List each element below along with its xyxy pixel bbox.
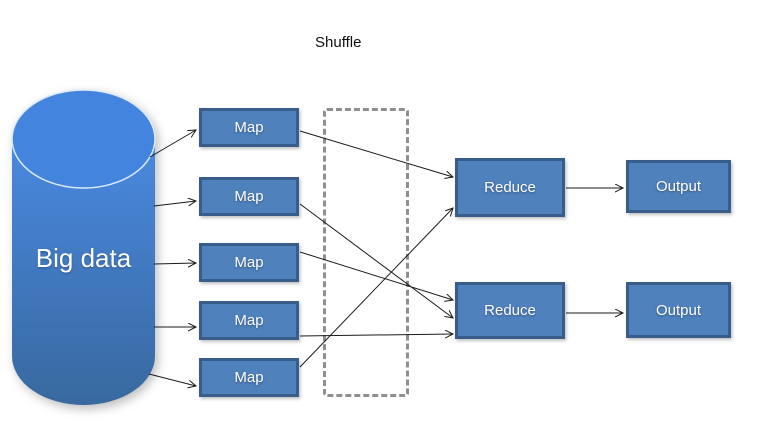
edge-bigdata-map3 — [153, 263, 196, 264]
cylinder-top-ellipse — [11, 89, 156, 189]
map5-node: Map — [199, 358, 299, 397]
shuffle-label: Shuffle — [315, 34, 362, 51]
edge-bigdata-map1 — [149, 130, 196, 158]
reduce1-node: Reduce — [455, 158, 565, 217]
edge-bigdata-map5 — [148, 373, 196, 386]
big-data-label: Big data — [35, 243, 132, 273]
edge-bigdata-map2 — [153, 201, 196, 207]
output2-node: Output — [626, 282, 731, 338]
map2-node: Map — [199, 177, 299, 216]
output1-node: Output — [626, 160, 731, 213]
map4-node: Map — [199, 301, 299, 340]
reduce2-node: Reduce — [455, 282, 565, 339]
shuffle-zone — [323, 108, 409, 397]
map1-node: Map — [199, 108, 299, 147]
map3-node: Map — [199, 243, 299, 282]
